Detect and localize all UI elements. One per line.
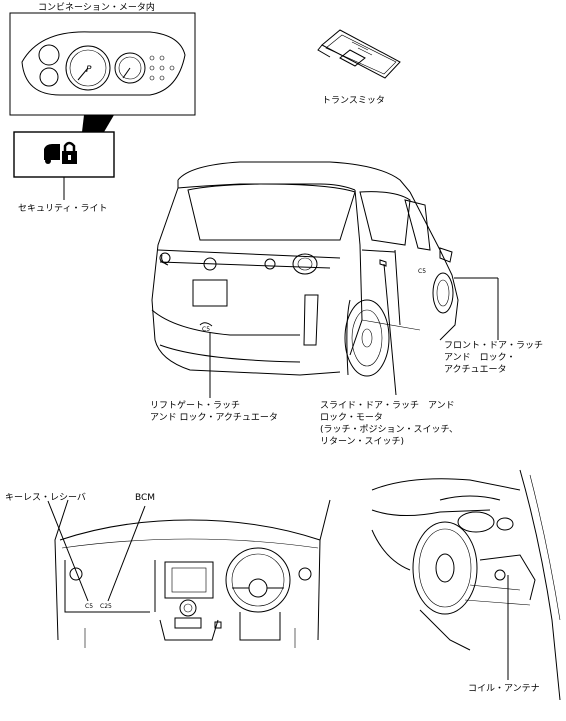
svg-text:C25: C25 (100, 603, 112, 610)
combination-meter: P (9, 12, 196, 116)
interior-side-view (371, 469, 561, 701)
dashboard-front-view: C5 C25 (54, 499, 331, 648)
transmitter-label: トランスミッタ (322, 96, 385, 106)
security-light-label: セキュリティ・ライト (18, 204, 108, 214)
keyless-receiver-label: キーレス・レシーバ (5, 493, 86, 503)
front-door-actuator-label: フロント・ドア・ラッチ アンド ロック・ アクチュエータ (444, 341, 544, 375)
van-illustration: C5 C5 (151, 161, 459, 377)
combination-meter-label: コンビネーション・メータ内 (38, 3, 155, 13)
liftgate-actuator-label: リフトゲート・ラッチ アンド ロック・アクチュエータ (150, 401, 278, 423)
car-key-icon (317, 29, 401, 79)
svg-text:C5: C5 (418, 268, 426, 275)
coil-antenna-label: コイル・アンテナ (468, 684, 540, 694)
svg-text:C5: C5 (202, 326, 210, 333)
svg-text:C5: C5 (85, 603, 93, 610)
security-lock-icon (44, 141, 77, 164)
bcm-label: BCM (135, 493, 156, 503)
slide-door-motor-label: スライド・ドア・ラッチ アンド ロック・モータ (ラッチ・ポジション・スイッチ、… (320, 401, 458, 447)
svg-text:P: P (86, 65, 92, 75)
